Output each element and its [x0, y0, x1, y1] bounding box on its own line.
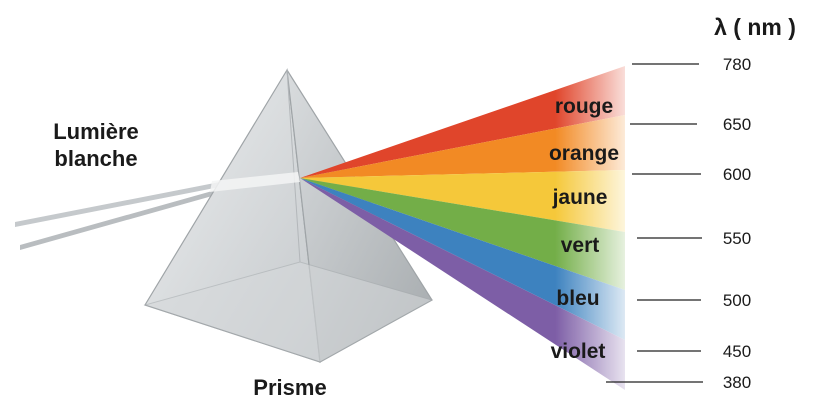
wavelength-tick-label-600: 600 — [723, 165, 751, 184]
wavelength-tick-label-550: 550 — [723, 229, 751, 248]
wavelength-tick-label-500: 500 — [723, 291, 751, 310]
white-light-label-line2: blanche — [54, 146, 137, 171]
band-label-jaune: jaune — [552, 186, 608, 209]
band-label-orange: orange — [549, 142, 619, 165]
wavelength-tick-label-780: 780 — [723, 55, 751, 74]
wavelength-unit-label: λ ( nm ) — [714, 14, 796, 40]
band-label-violet: violet — [551, 340, 606, 363]
wavelength-tick-label-380: 380 — [723, 373, 751, 392]
wavelength-tick-label-450: 450 — [723, 342, 751, 361]
wavelength-tick-label-650: 650 — [723, 115, 751, 134]
prism-label: Prisme — [253, 375, 326, 400]
band-label-bleu: bleu — [556, 287, 599, 310]
band-label-rouge: rouge — [555, 95, 613, 118]
white-light-label-line1: Lumière — [53, 119, 139, 144]
band-label-vert: vert — [561, 234, 600, 257]
